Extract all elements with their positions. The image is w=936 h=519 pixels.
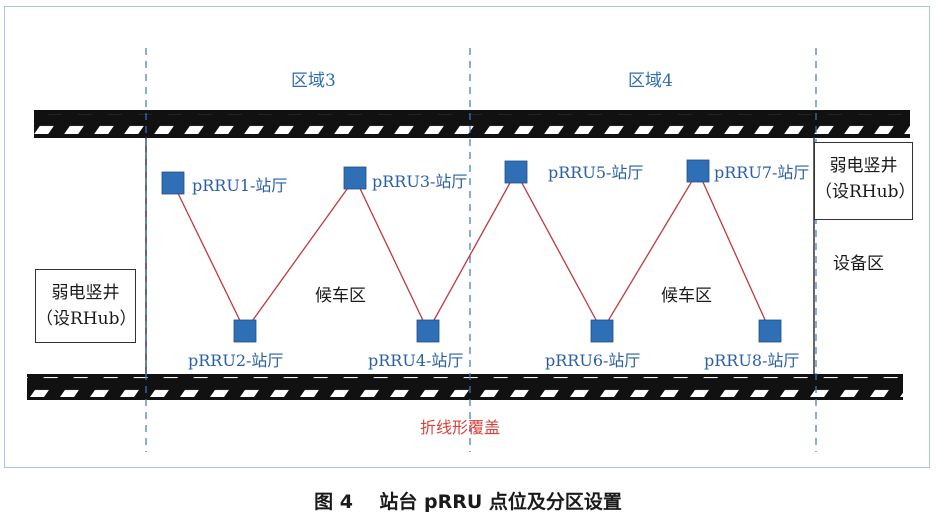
prru3-label: pRRU3-站厅 <box>372 172 468 191</box>
prru8-label: pRRU8-站厅 <box>704 351 800 370</box>
coverage-route <box>172 169 771 333</box>
prru2-label: pRRU2-站厅 <box>188 351 284 370</box>
right-shaft-title: 弱电竖井 <box>829 156 898 176</box>
prru-node <box>161 171 185 195</box>
prru5-label: pRRU5-站厅 <box>548 163 644 182</box>
top-track <box>34 110 910 138</box>
prru-node <box>686 159 710 183</box>
right-shaft-subtitle: （设RHub） <box>815 182 916 202</box>
prru4-label: pRRU4-站厅 <box>368 351 464 370</box>
left-shaft-box: 弱电竖井 （设RHub） <box>35 269 136 343</box>
left-shaft-title: 弱电竖井 <box>51 283 120 303</box>
prru-node <box>758 319 782 343</box>
equipment-area-label: 设备区 <box>833 254 884 274</box>
figure-caption: 图 4 站台 pRRU 点位及分区设置 <box>314 491 622 513</box>
prru-node <box>590 319 614 343</box>
left-shaft-subtitle: （设RHub） <box>36 309 137 329</box>
waiting-area-left-label: 候车区 <box>315 286 366 306</box>
bottom-track <box>27 374 903 400</box>
prru-node <box>233 319 257 343</box>
prru-node <box>416 319 440 343</box>
prru-node <box>343 166 367 190</box>
route-label: 折线形覆盖 <box>420 418 501 437</box>
prru6-label: pRRU6-站厅 <box>545 351 641 370</box>
zone-3-label: 区域3 <box>291 71 336 91</box>
prru1-label: pRRU1-站厅 <box>192 176 288 195</box>
zone-4-label: 区域4 <box>628 71 673 91</box>
right-shaft-box: 弱电竖井 （设RHub） <box>814 142 916 220</box>
waiting-area-right-label: 候车区 <box>661 286 712 306</box>
prru7-label: pRRU7-站厅 <box>714 163 810 182</box>
prru-node <box>504 160 528 184</box>
